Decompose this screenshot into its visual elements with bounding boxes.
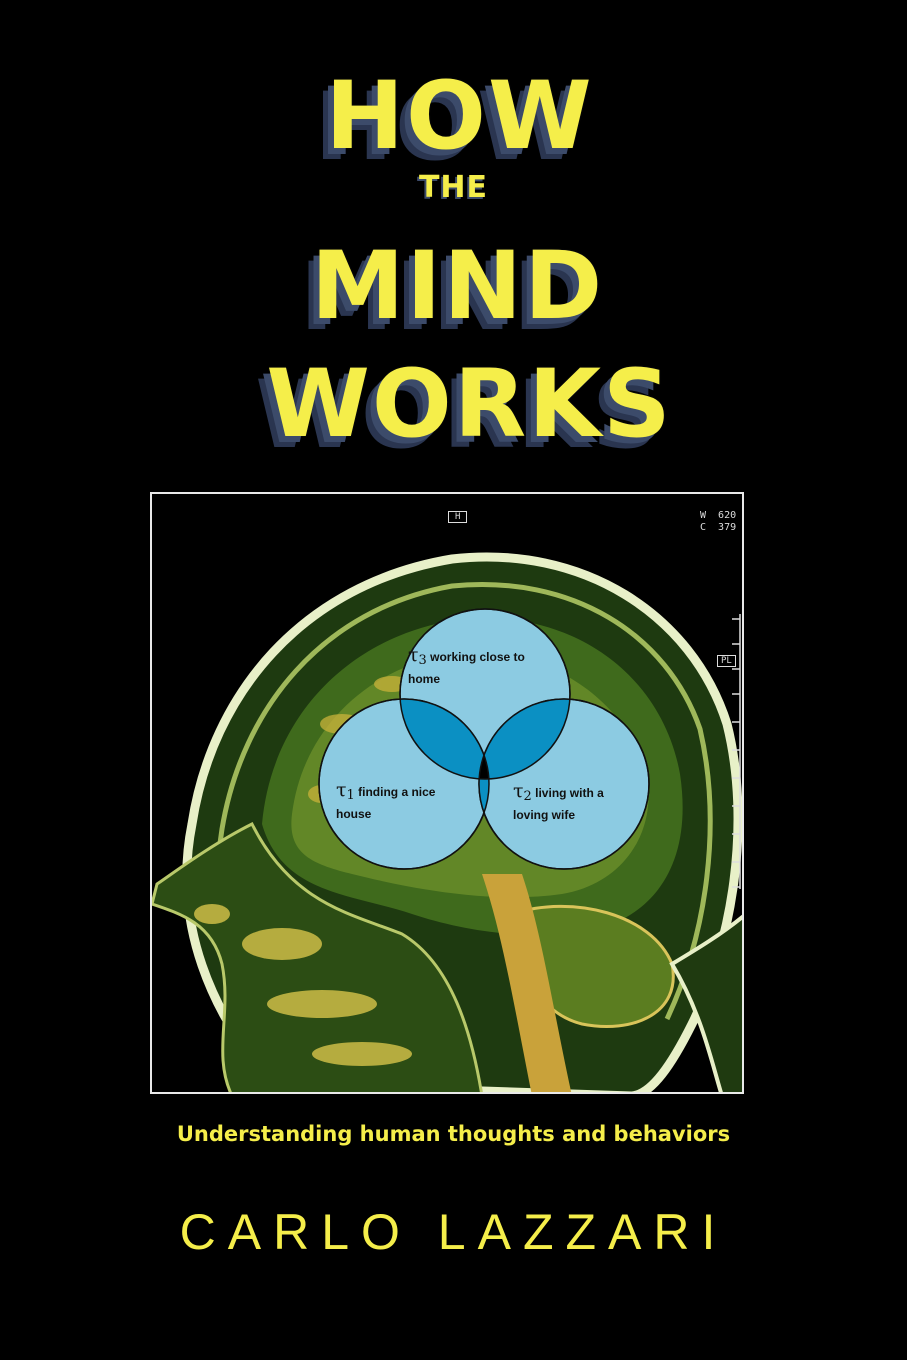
scan-side-marker: PL [717,655,736,667]
title-the: THE [418,170,489,205]
scan-window-readout: W 620 C 379 [700,510,737,533]
venn-diagram [318,608,650,870]
venn-label-tau2: τ2 living with a loving wife [513,780,604,823]
venn-label-tau1: τ1 finding a nice house [336,779,436,822]
book-author: CARLO LAZZARI [179,1204,728,1260]
mri-scan-image: H PL W 620 C 379 τ3 working close to hom… [150,492,744,1094]
title-how: HOW [325,62,594,171]
mri-head-illustration [152,552,742,1092]
book-subtitle: Understanding human thoughts and behavio… [176,1122,731,1146]
scan-top-marker: H [448,511,468,523]
venn-label-tau3: τ3 working close to home [408,644,525,687]
title-works: WORKS [266,350,673,459]
title-mind: MIND [310,232,605,341]
